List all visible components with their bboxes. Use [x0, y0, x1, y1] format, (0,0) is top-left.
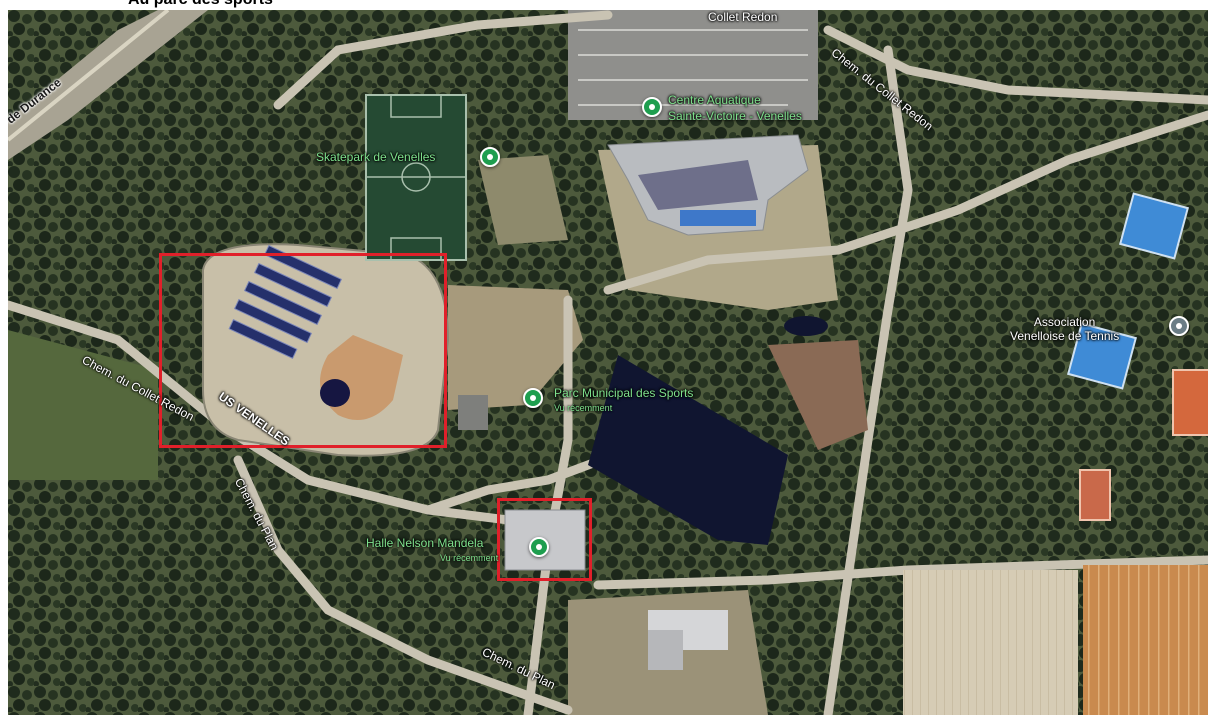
map-pin-association-tennis[interactable] — [1169, 316, 1189, 336]
page-title: Au parc des sports — [128, 0, 273, 9]
place-label-halle-nelson-mandela[interactable]: Halle Nelson Mandela — [366, 536, 484, 550]
place-label-skatepark[interactable]: Skatepark de Venelles — [316, 150, 436, 164]
place-label-centre-aquatique[interactable]: Centre Aquatique Sainte-Victoire - Venel… — [668, 93, 802, 123]
place-label-association-tennis[interactable]: Association Venelloise de Tennis — [1010, 315, 1120, 343]
header: Au parc des sports — [0, 0, 1208, 10]
highlight-us-venelles — [159, 253, 447, 448]
highlight-halle-nelson-mandela — [497, 498, 592, 581]
map-pin-parc-municipal[interactable] — [523, 388, 543, 408]
map-pin-halle-nelson-mandela[interactable] — [529, 537, 549, 557]
road-label-collet-redon-top: Collet Redon — [708, 10, 778, 24]
place-sublabel-halle-nelson-mandela: Vu récemment — [440, 553, 499, 563]
satellite-imagery — [8, 10, 1208, 715]
satellite-map[interactable]: Collet Redon Chem. du Collet Redon Chem.… — [8, 10, 1208, 715]
map-pin-centre-aquatique[interactable] — [642, 97, 662, 117]
place-sublabel-parc-municipal: Vu récemment — [554, 403, 613, 413]
place-label-parc-municipal[interactable]: Parc Municipal des Sports — [554, 386, 694, 400]
map-pin-skatepark[interactable] — [480, 147, 500, 167]
